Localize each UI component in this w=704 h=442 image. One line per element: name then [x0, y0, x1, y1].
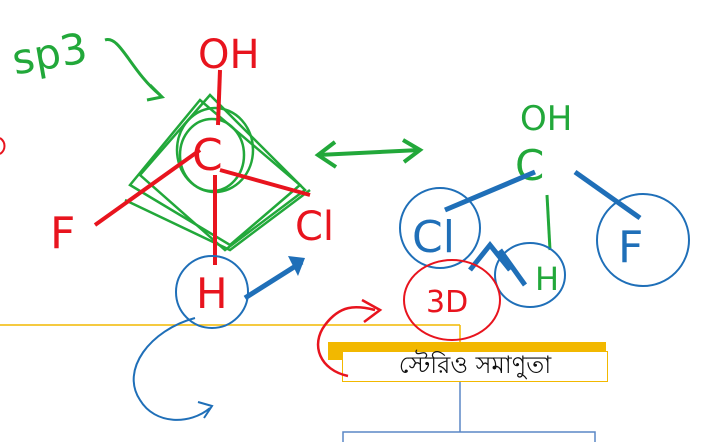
- sp3-arrowhead: [146, 83, 166, 102]
- right-f-circle: [596, 193, 690, 287]
- left-f-label: F: [50, 208, 75, 259]
- left-h-curve-arrow: [132, 317, 211, 421]
- right-blue-bonds: [444, 169, 642, 287]
- three-d-circle: [403, 259, 501, 341]
- red-curve-arrowhead: [361, 298, 383, 323]
- left-edge-mark: [0, 137, 6, 155]
- green-arrowhead-left: [314, 140, 338, 169]
- left-h-curve-arrowhead: [197, 401, 214, 419]
- left-red-bonds: [93, 69, 311, 265]
- green-arrowhead-right: [401, 138, 424, 164]
- left-h-label: H: [196, 269, 228, 318]
- green-double-arrow: [317, 148, 421, 157]
- left-cl-label: Cl: [295, 204, 334, 250]
- node-title: স্টেরিও সমাণুতা: [398, 350, 552, 379]
- right-h-label: H: [535, 260, 559, 298]
- left-h-circle: [175, 255, 249, 329]
- red-curve-arrow: [316, 306, 376, 378]
- right-h-circle: [494, 242, 566, 308]
- right-bond-down: [545, 194, 552, 251]
- right-cl-label: Cl: [412, 212, 455, 263]
- three-d-label: 3D: [426, 285, 468, 320]
- tree-branch: [342, 431, 596, 442]
- right-cl-circle: [399, 187, 481, 269]
- stereo-isomerism-node: স্টেরিও সমাণুতা: [342, 351, 608, 382]
- right-f-label: F: [618, 222, 643, 273]
- right-center-label: C: [515, 141, 544, 190]
- right-top-label: OH: [520, 99, 572, 139]
- blue-right-arrow: [243, 259, 304, 301]
- sp3-label: sp3: [8, 23, 91, 84]
- left-top-label: OH: [198, 32, 260, 78]
- left-center-label: C: [192, 130, 223, 181]
- blue-right-arrowhead: [288, 256, 305, 276]
